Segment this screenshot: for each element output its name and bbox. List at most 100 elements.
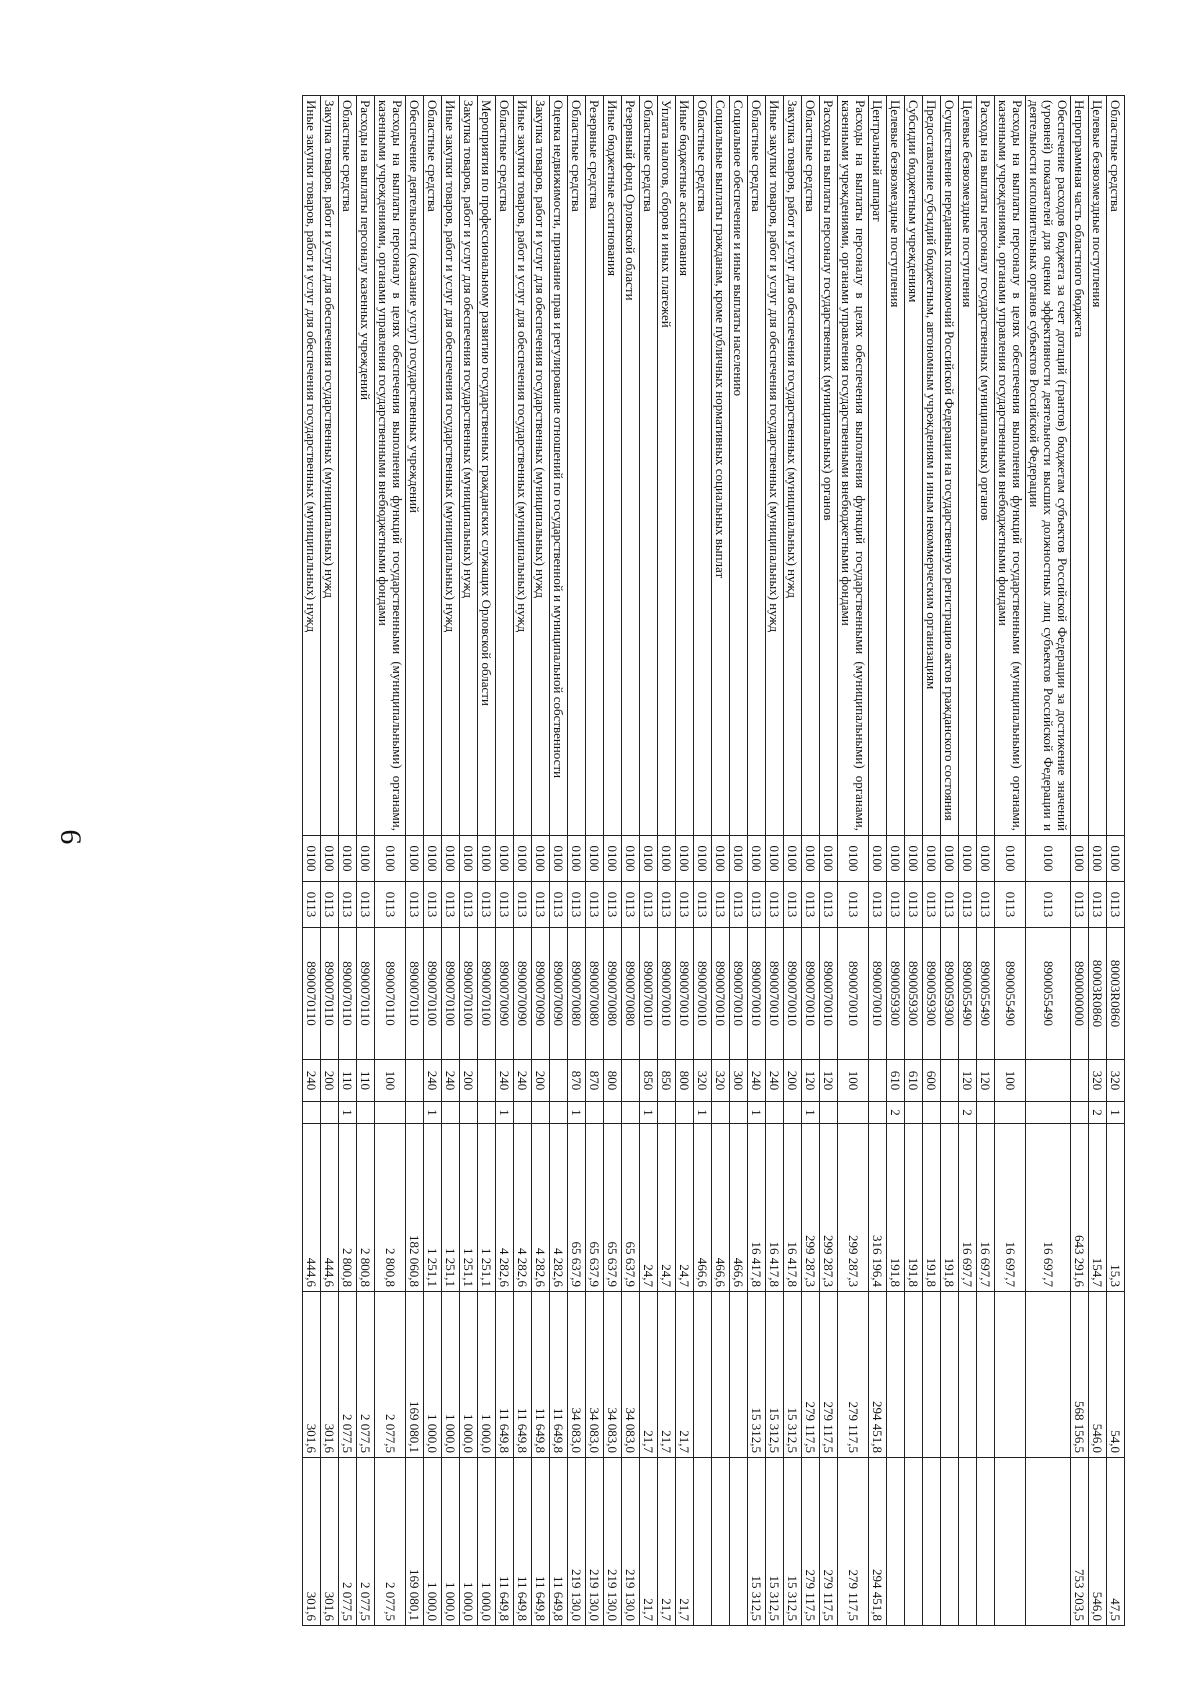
amount-year3-cell: 2 077,5 [338, 1457, 357, 1626]
amount-year3-cell: 15 312,5 [783, 1457, 802, 1626]
expense-type-cell [549, 1059, 568, 1102]
target-article-cell: 8900070110 [338, 927, 357, 1060]
expense-type-cell: 320 [1088, 1059, 1107, 1102]
amount-year2-cell: 21,7 [639, 1291, 658, 1458]
amount-year3-cell: 11 649,8 [513, 1457, 532, 1626]
amount-year3-cell [711, 1457, 730, 1626]
subsection-code-cell: 0113 [904, 881, 923, 928]
fund-source-cell [657, 1101, 676, 1124]
expense-type-cell: 100 [374, 1059, 406, 1102]
section-code-cell: 0100 [747, 835, 766, 882]
section-code-cell: 0100 [441, 835, 460, 882]
expense-name-cell: Областные средства [567, 95, 586, 836]
expense-type-cell: 200 [783, 1059, 802, 1102]
expense-name-cell: Расходы на выплаты персоналу государстве… [819, 95, 838, 836]
subsection-code-cell: 0113 [765, 881, 784, 928]
expense-name-cell: Центральный аппарат [868, 95, 887, 836]
expense-type-cell [940, 1059, 959, 1102]
subsection-code-cell: 0113 [868, 881, 887, 928]
amount-year1-cell: 16 697,7 [994, 1123, 1026, 1292]
fund-source-cell [1025, 1101, 1071, 1124]
section-code-cell: 0100 [423, 835, 442, 882]
expense-type-cell [868, 1059, 887, 1102]
amount-year1-cell: 4 282,6 [513, 1123, 532, 1292]
amount-year1-cell: 466,6 [693, 1123, 712, 1292]
section-code-cell: 0100 [603, 835, 622, 882]
amount-year2-cell [729, 1291, 748, 1458]
amount-year3-cell: 219 130,0 [567, 1457, 586, 1626]
table-row: Оценка недвижимости, признание прав и ре… [549, 95, 568, 1626]
expense-type-cell: 320 [1106, 1059, 1125, 1102]
fund-source-cell [459, 1101, 478, 1124]
amount-year3-cell [976, 1457, 995, 1626]
amount-year2-cell [711, 1291, 730, 1458]
section-code-cell: 0100 [639, 835, 658, 882]
subsection-code-cell: 0113 [477, 881, 496, 928]
table-row: Предоставление субсидий бюджетным, автон… [922, 95, 941, 1626]
expense-type-cell [621, 1059, 640, 1102]
target-article-cell: 8900059300 [922, 927, 941, 1060]
subsection-code-cell: 0113 [302, 881, 321, 928]
amount-year1-cell: 444,6 [302, 1123, 321, 1292]
amount-year3-cell: 21,7 [675, 1457, 694, 1626]
subsection-code-cell: 0113 [837, 881, 869, 928]
amount-year1-cell: 24,7 [639, 1123, 658, 1292]
section-code-cell: 0100 [886, 835, 905, 882]
amount-year2-cell: 15 312,5 [783, 1291, 802, 1458]
section-code-cell: 0100 [693, 835, 712, 882]
fund-source-cell [549, 1101, 568, 1124]
fund-source-cell [405, 1101, 424, 1124]
fund-source-cell [675, 1101, 694, 1124]
amount-year2-cell: 21,7 [657, 1291, 676, 1458]
table-row: Закупка товаров, работ и услуг для обесп… [459, 95, 478, 1626]
expense-type-cell: 870 [585, 1059, 604, 1102]
target-article-cell: 80003R0860 [1106, 927, 1125, 1060]
section-code-cell: 0100 [837, 835, 869, 882]
expense-name-cell: Иные закупки товаров, работ и услуг для … [441, 95, 460, 836]
fund-source-cell [976, 1101, 995, 1124]
amount-year2-cell: 15 312,5 [765, 1291, 784, 1458]
target-article-cell: 8900070100 [459, 927, 478, 1060]
target-article-cell: 8900070010 [657, 927, 676, 1060]
amount-year1-cell: 16 417,8 [765, 1123, 784, 1292]
amount-year3-cell: 753 203,5 [1070, 1457, 1089, 1626]
section-code-cell: 0100 [868, 835, 887, 882]
amount-year1-cell: 182 060,8 [405, 1123, 424, 1292]
section-code-cell: 0100 [729, 835, 748, 882]
fund-source-cell [603, 1101, 622, 1124]
expense-type-cell: 110 [356, 1059, 375, 1102]
section-code-cell: 0100 [922, 835, 941, 882]
amount-year2-cell: 15 312,5 [747, 1291, 766, 1458]
expense-type-cell: 200 [459, 1059, 478, 1102]
target-article-cell: 8900070010 [801, 927, 820, 1060]
target-article-cell: 8900055490 [1025, 927, 1071, 1060]
amount-year2-cell: 294 451,8 [868, 1291, 887, 1458]
expense-name-cell: Резервный фонд Орловской области [621, 95, 640, 836]
target-article-cell: 8900070080 [585, 927, 604, 1060]
subsection-code-cell: 0113 [711, 881, 730, 928]
amount-year1-cell: 444,6 [320, 1123, 339, 1292]
amount-year2-cell [886, 1291, 905, 1458]
section-code-cell: 0100 [1088, 835, 1107, 882]
expense-type-cell: 240 [302, 1059, 321, 1102]
fund-source-cell [477, 1101, 496, 1124]
amount-year3-cell [886, 1457, 905, 1626]
amount-year3-cell: 279 117,5 [819, 1457, 838, 1626]
fund-source-cell [356, 1101, 375, 1124]
table-row: Социальные выплаты гражданам, кроме публ… [711, 95, 730, 1626]
section-code-cell: 0100 [302, 835, 321, 882]
section-code-cell: 0100 [1025, 835, 1071, 882]
target-article-cell: 8900070090 [531, 927, 550, 1060]
subsection-code-cell: 0113 [1025, 881, 1071, 928]
amount-year2-cell: 2 077,5 [338, 1291, 357, 1458]
fund-source-cell [904, 1101, 923, 1124]
amount-year2-cell: 21,7 [675, 1291, 694, 1458]
fund-source-cell: 1 [423, 1101, 442, 1124]
amount-year2-cell: 34 083,0 [585, 1291, 604, 1458]
expense-type-cell: 240 [441, 1059, 460, 1102]
amount-year1-cell: 191,8 [922, 1123, 941, 1292]
